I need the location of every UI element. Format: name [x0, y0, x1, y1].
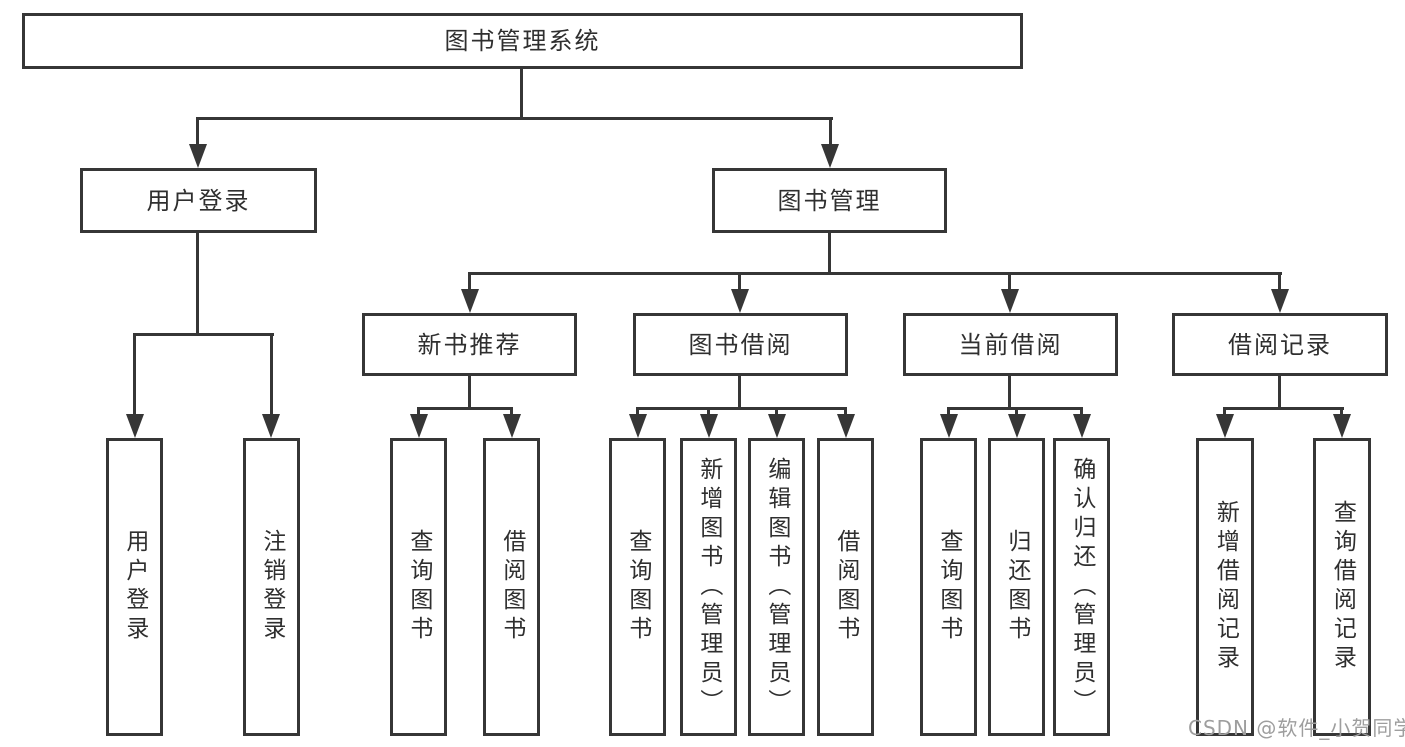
arrow-down-icon [768, 414, 786, 438]
leaf-cb-return-books: 归还图书 [988, 438, 1045, 736]
connector-line [738, 272, 741, 294]
connector-line [1223, 407, 1344, 410]
arrow-down-icon-to-user-login [189, 144, 207, 168]
arrow-down-icon [503, 414, 521, 438]
arrow-down-icon-to-borrow-records [1271, 289, 1289, 313]
leaf-bb-borrow-books: 借阅图书 [817, 438, 874, 736]
leaf-cb-query-books: 查询图书 [920, 438, 977, 736]
connector-line [468, 272, 471, 294]
arrow-down-icon [410, 414, 428, 438]
arrow-down-icon [1073, 414, 1091, 438]
arrow-down-icon [1333, 414, 1351, 438]
node-user-login: 用户登录 [80, 168, 317, 233]
connector-line [133, 333, 136, 417]
node-current-borrow: 当前借阅 [903, 313, 1118, 376]
connector-line [1223, 407, 1226, 419]
connector-line [133, 333, 274, 336]
connector-line [636, 407, 639, 419]
csdn-watermark: CSDN @软件_小贺同学 [1188, 716, 1405, 740]
leaf-bb-query-books: 查询图书 [609, 438, 666, 736]
connector-line [1340, 407, 1343, 419]
connector-line [828, 233, 831, 275]
arrow-down-icon-to-new-book-recommend [461, 289, 479, 313]
arrow-down-icon-to-current-borrow [1001, 289, 1019, 313]
connector-line [1080, 407, 1083, 419]
arrow-down-icon [262, 414, 280, 438]
arrow-down-icon [1216, 414, 1234, 438]
leaf-br-query-record: 查询借阅记录 [1313, 438, 1371, 736]
leaf-cb-confirm-return-admin: 确认归还（管理员） [1053, 438, 1110, 736]
arrow-down-icon [700, 414, 718, 438]
connector-line [1278, 272, 1281, 294]
connector-line [468, 272, 1282, 275]
connector-line [417, 407, 420, 419]
leaf-br-add-record: 新增借阅记录 [1196, 438, 1254, 736]
node-new-book-recommend: 新书推荐 [362, 313, 577, 376]
arrow-down-icon-to-book-borrow [731, 289, 749, 313]
leaf-nbr-query-books: 查询图书 [390, 438, 447, 736]
connector-line [1008, 375, 1011, 410]
node-book-management: 图书管理 [712, 168, 947, 233]
connector-line [1278, 375, 1281, 410]
connector-line [417, 407, 513, 410]
arrow-down-icon [629, 414, 647, 438]
node-book-borrow: 图书借阅 [633, 313, 848, 376]
leaf-bb-add-books-admin: 新增图书（管理员） [680, 438, 737, 736]
connector-line [775, 407, 778, 419]
connector-line [636, 407, 847, 410]
connector-line [196, 117, 833, 120]
arrow-down-icon [940, 414, 958, 438]
connector-line [707, 407, 710, 419]
connector-line [270, 333, 273, 417]
connector-line [1015, 407, 1018, 419]
leaf-logout: 注销登录 [243, 438, 300, 736]
arrow-down-icon-to-book-management [821, 144, 839, 168]
connector-line [947, 407, 950, 419]
leaf-nbr-borrow-books: 借阅图书 [483, 438, 540, 736]
connector-line [510, 407, 513, 419]
connector-line [738, 375, 741, 410]
connector-line [196, 233, 199, 336]
connector-line [468, 375, 471, 410]
arrow-down-icon [837, 414, 855, 438]
node-borrow-records: 借阅记录 [1172, 313, 1388, 376]
arrow-down-icon [1008, 414, 1026, 438]
node-library-management-system: 图书管理系统 [22, 13, 1023, 69]
connector-line [829, 117, 832, 148]
leaf-user-login: 用户登录 [106, 438, 163, 736]
leaf-bb-edit-books-admin: 编辑图书（管理员） [748, 438, 805, 736]
arrow-down-icon [126, 414, 144, 438]
connector-line [520, 68, 523, 120]
connector-line [844, 407, 847, 419]
connector-line [196, 117, 199, 148]
connector-line [1008, 272, 1011, 294]
